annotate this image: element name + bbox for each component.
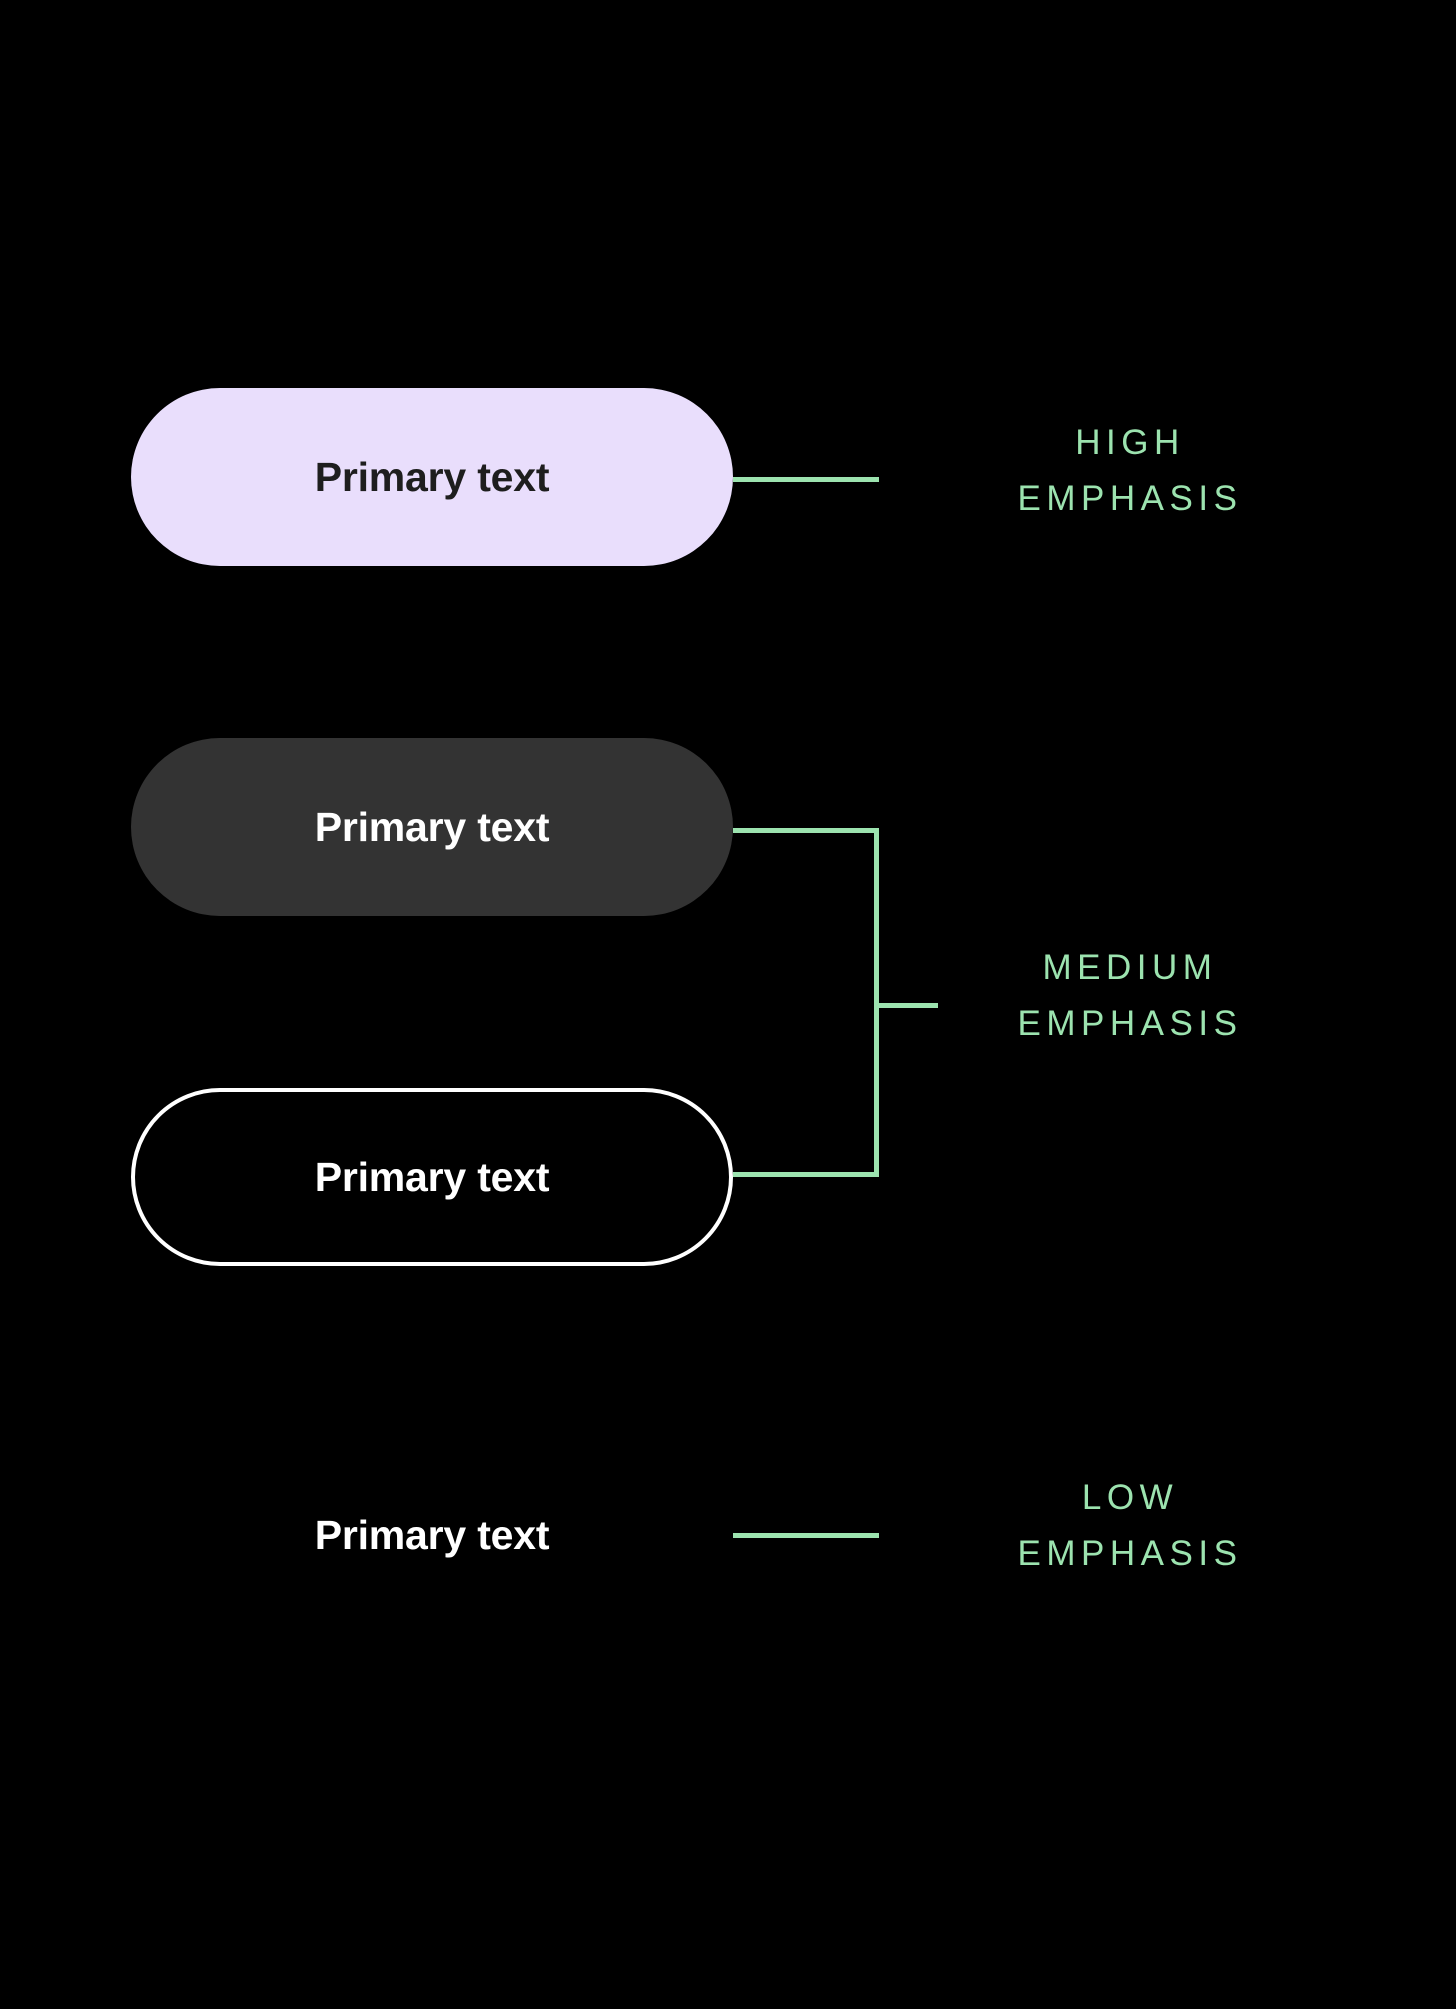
annotation-high-emphasis: HIGH EMPHASIS bbox=[1017, 423, 1243, 518]
annotation-low-emphasis: LOW EMPHASIS bbox=[1017, 1478, 1243, 1573]
button-label: Primary text bbox=[314, 453, 550, 500]
button-label: Primary text bbox=[314, 1511, 550, 1558]
connector-line-medium-bottom bbox=[733, 1172, 879, 1177]
primary-button-medium-emphasis-outlined[interactable]: Primary text bbox=[131, 1088, 733, 1266]
connector-line-medium-top bbox=[733, 828, 879, 833]
connector-line-medium-vertical bbox=[874, 828, 879, 1177]
connector-line-high bbox=[733, 477, 879, 482]
button-label: Primary text bbox=[314, 803, 550, 850]
primary-button-high-emphasis[interactable]: Primary text bbox=[131, 388, 733, 566]
connector-line-low bbox=[733, 1533, 879, 1538]
connector-line-medium-stub bbox=[874, 1003, 938, 1008]
button-label: Primary text bbox=[314, 1153, 550, 1200]
annotation-medium-emphasis: MEDIUM EMPHASIS bbox=[1017, 948, 1243, 1043]
primary-button-low-emphasis[interactable]: Primary text bbox=[131, 1446, 733, 1624]
primary-button-medium-emphasis-filled[interactable]: Primary text bbox=[131, 738, 733, 916]
